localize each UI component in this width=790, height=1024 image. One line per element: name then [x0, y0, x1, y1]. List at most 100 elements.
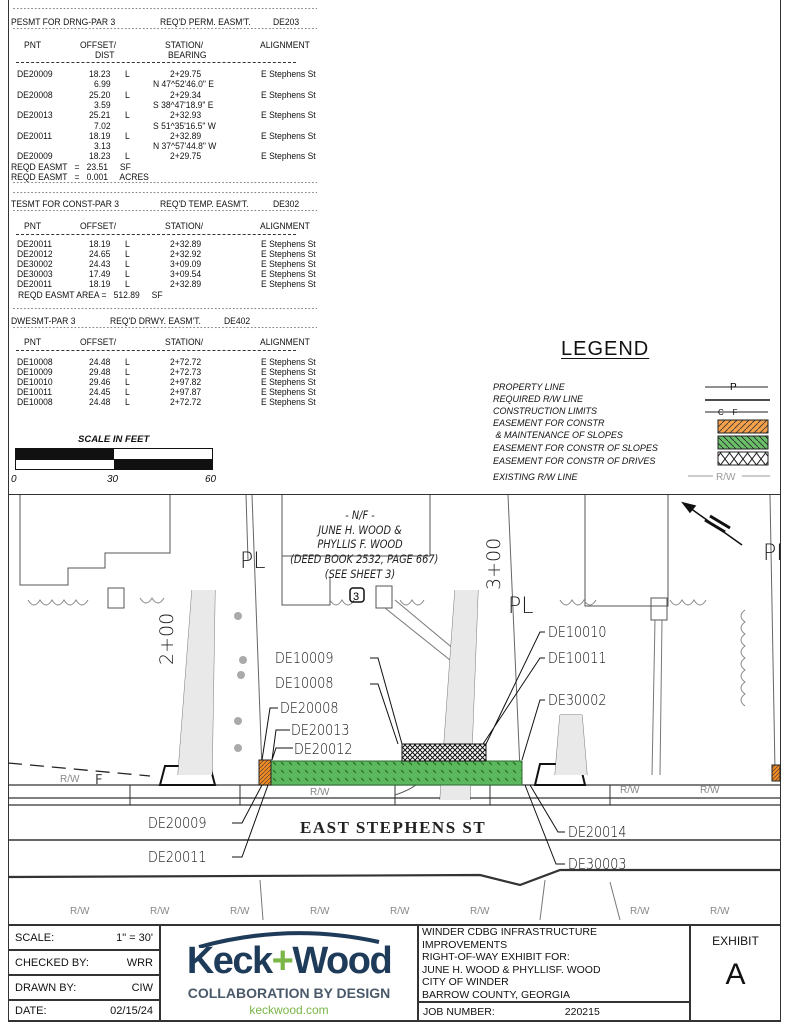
date-cell: DATE:02/15/24	[8, 1000, 160, 1022]
cell-station: 2+32.89	[170, 130, 202, 141]
separator: ****************************************…	[12, 28, 317, 34]
legend-label-drives: EASEMENT FOR CONSTR OF DRIVES	[493, 456, 656, 466]
cell-offset: 18.23	[89, 151, 111, 162]
separator: ****************************************…	[12, 308, 317, 314]
cell-offset: 18.23	[89, 69, 111, 79]
logo-url[interactable]: keckwood.com	[249, 1003, 329, 1017]
cell-station: N 47^52'46.0" E	[153, 79, 214, 90]
cell-alignment: E Stephens St	[261, 130, 316, 141]
cell-station: 2+97.87	[170, 387, 202, 398]
description-line: BARROW COUNTY, GEORGIA	[422, 988, 570, 1001]
steps-west	[107, 587, 125, 609]
exhibit-label: EXHIBIT	[712, 934, 759, 948]
cell-alignment: E Stephens St	[261, 367, 316, 378]
table-requirement: REQ'D PERM. EASM'T.	[160, 17, 251, 27]
cell-point: DE10008	[17, 397, 53, 408]
logo-plus: +	[271, 940, 294, 982]
cell-offset: 29.46	[89, 377, 111, 388]
legend-label-required-rw: REQUIRED R/W LINE	[493, 394, 584, 404]
date-value: 02/15/24	[110, 1005, 153, 1017]
project-description: WINDER CDBG INFRASTRUCTURE IMPROVEMENTS …	[418, 925, 690, 1002]
cell-point: DE20012	[17, 249, 53, 260]
column-header: ALIGNMENT	[260, 40, 310, 50]
legend-label-existing-rw: EXISTING R/W LINE	[493, 472, 578, 482]
cell-side: L	[125, 269, 130, 280]
column-header: STATION/	[165, 40, 204, 50]
cell-offset: 18.19	[89, 130, 111, 141]
job-value: 220215	[564, 1006, 600, 1018]
legend-symbols: P C F R/W	[688, 382, 770, 483]
point-label-de20011: DE20011	[148, 848, 207, 866]
cell-offset: 18.19	[89, 279, 111, 290]
cell-alignment: E Stephens St	[261, 239, 316, 249]
house-outline-west	[19, 495, 171, 586]
column-header: ALIGNMENT	[260, 337, 310, 347]
rw-label: R/W	[470, 906, 490, 917]
cell-side: L	[125, 239, 130, 249]
legend-orange-hatch-swatch	[717, 419, 769, 434]
description-line: RIGHT-OF-WAY EXHIBIT FOR:	[422, 951, 570, 963]
rw-label: R/W	[230, 906, 250, 917]
job-label: JOB NUMBER:	[423, 1006, 495, 1018]
point-label-de10011: DE10011	[548, 649, 607, 667]
cell-side: L	[125, 357, 130, 367]
cf-mark: C F	[718, 408, 738, 417]
legend-construction-limits-symbol: C F	[705, 408, 768, 417]
cell-station: S 38^47'18.9" E	[153, 99, 214, 110]
cell-point: DE20011	[17, 279, 53, 290]
checked-label: CHECKED BY:	[15, 956, 89, 969]
point-label-de10008: DE10008	[275, 674, 334, 692]
point-label-de20009: DE20009	[148, 814, 207, 832]
cell-alignment: E Stephens St	[261, 377, 316, 388]
property-line-mark: PL	[240, 549, 266, 574]
cell-station: 2+29.75	[170, 151, 202, 162]
rw-label: R/W	[390, 906, 410, 917]
cell-point: DE20008	[17, 89, 53, 100]
owner-nf: - N/F -	[345, 508, 375, 522]
house-outline-wood-porch	[281, 556, 331, 606]
cell-station: 2+29.34	[170, 89, 202, 100]
table-title: PESMT FOR DRNG-PAR 3	[11, 17, 116, 27]
point-label-de20014: DE20014	[568, 823, 627, 841]
steps-wood	[375, 585, 393, 609]
cell-station: 2+29.75	[170, 69, 202, 79]
legend-green-hatch-swatch	[717, 435, 769, 450]
rw-label: R/W	[630, 906, 650, 917]
house-outline-wood	[281, 495, 431, 557]
cell-station: 2+72.72	[170, 357, 202, 367]
cell-station: 2+72.72	[170, 397, 202, 408]
column-header: OFFSET/	[80, 40, 117, 50]
cell-point: DE30003	[17, 269, 53, 280]
cell-point: DE20013	[17, 110, 53, 121]
cell-side: L	[125, 387, 130, 398]
cell-point: DE10010	[17, 377, 53, 388]
table-code: DE203	[273, 17, 300, 27]
station-3-00: 3+00	[483, 538, 505, 590]
property-line-mark: PL	[763, 541, 781, 566]
cell-side: L	[125, 110, 130, 121]
point-label-de20008: DE20008	[280, 699, 339, 717]
table-code: DE302	[273, 199, 300, 209]
cell-point: DE20011	[17, 239, 53, 249]
cell-offset: 29.48	[89, 367, 111, 378]
cell-station: 2+32.89	[170, 279, 202, 290]
point-label-de20013: DE20013	[291, 721, 350, 739]
cell-alignment: E Stephens St	[261, 69, 316, 79]
table-total: REQD EASMT AREA = 512.89 SF	[18, 289, 163, 300]
legend-existing-rw-symbol: R/W	[688, 472, 770, 483]
steps-east	[650, 597, 668, 621]
checked-value: WRR	[126, 956, 153, 969]
table-title: TESMT FOR CONST-PAR 3	[11, 199, 120, 209]
cell-station: 2+32.89	[170, 239, 202, 249]
cell-offset: 6.99	[94, 79, 111, 90]
north-arrow-icon	[681, 501, 743, 546]
column-header: PNT	[24, 337, 42, 347]
rw-label: R/W	[70, 906, 90, 917]
sheet-reference-number: 3	[353, 591, 359, 603]
drawn-cell: DRAWN BY:CIW	[8, 975, 160, 1000]
logo-tagline: COLLABORATION BY DESIGN	[187, 985, 391, 1001]
cell-offset: 24.48	[89, 397, 111, 408]
property-mark: P	[730, 382, 737, 393]
trees	[234, 612, 247, 752]
logo-keck: Keck	[186, 940, 273, 982]
